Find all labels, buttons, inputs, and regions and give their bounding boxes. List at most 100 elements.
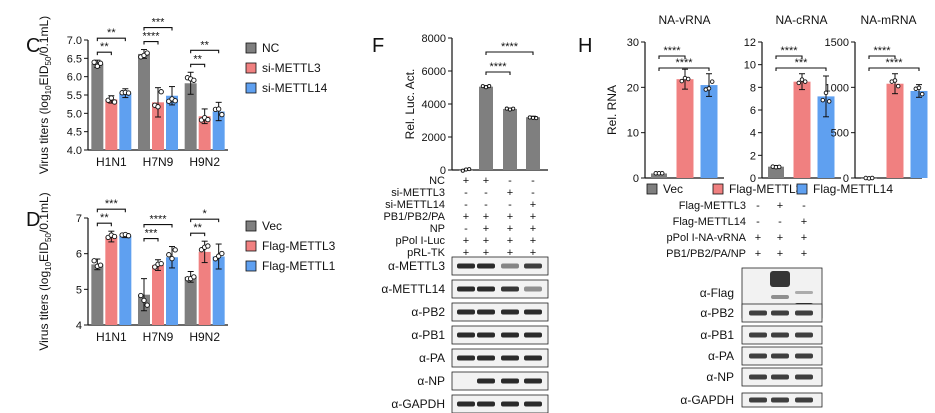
data-point [219,250,225,257]
condition-sign: - [508,199,512,211]
blot-label: α-PA [419,351,445,365]
condition-sign: + [463,235,469,247]
y-tick-label: 6000 [422,66,446,78]
data-point [205,243,211,249]
data-point [144,302,150,308]
y-tick-label: 20 [627,82,639,94]
significance-bracket [775,55,803,59]
data-point [820,97,826,103]
blot-band [771,295,789,299]
bar [700,85,718,178]
y-tick-label: 2000 [422,132,446,144]
bar [212,256,225,325]
significance-label: **** [780,45,798,57]
data-point [892,78,898,83]
blot-band [477,401,495,407]
blot-label: α-METTL14 [381,282,445,296]
data-point [212,256,219,262]
blot-band [795,374,813,380]
data-point [480,84,485,89]
x-category-label: H1N1 [96,155,127,169]
data-point [111,99,118,105]
panel-letter-d: D [26,209,40,231]
y-tick-label: 1500 [825,37,849,49]
blot-label: α-PA [708,349,734,363]
condition-sign: + [483,175,489,187]
significance-bracket [868,55,896,59]
blot-band [749,374,767,380]
y-tick-label: 6.5 [67,53,82,65]
data-point [205,116,211,123]
legend-swatch [245,220,257,232]
significance-bracket [485,51,534,55]
condition-sign: + [755,248,761,260]
y-tick-label: 10 [744,60,756,72]
legend-label: Flag-METTL3 [729,182,803,196]
significance-label: **** [149,214,167,226]
blot-label: α-GAPDH [391,397,445,411]
subplot-title: NA-vRNA [658,13,710,27]
data-point [155,104,161,110]
significance-label: ** [193,53,202,65]
bar [910,90,928,178]
bar [768,166,784,178]
condition-label: si-METTL3 [391,187,445,199]
significance-bracket [190,218,220,223]
y-axis-title-part: Virus titers (log [37,94,51,174]
data-point [527,115,532,120]
blot-band [795,397,813,403]
blot-label: α-NP [417,374,445,388]
data-point [138,292,144,299]
data-point [826,99,832,104]
condition-sign: - [484,199,488,211]
y-tick-label: 6 [76,249,82,261]
data-point [111,233,118,240]
condition-sign: - [802,200,806,212]
bar [676,79,694,178]
significance-bracket [96,51,112,56]
condition-sign: + [463,211,469,223]
blot-band [795,310,813,316]
significance-bracket [658,67,710,71]
y-tick-label: 5.0 [67,108,82,120]
blot-band [795,291,813,294]
blot-band [524,332,542,338]
blot-label: α-NP [706,370,734,384]
blot-band [457,355,475,361]
data-point [916,85,922,91]
significance-label: **** [663,45,681,57]
significance-label: ** [107,27,116,39]
y-tick-label: 30 [627,37,639,49]
x-category-label: H7N9 [143,155,174,169]
panel-letter-c: C [26,35,40,57]
legend-swatch [245,260,257,272]
condition-sign: + [507,211,513,223]
blot-band [524,355,542,361]
condition-sign: + [507,187,513,199]
y-tick-label: 12 [744,37,756,49]
data-point [487,84,492,89]
blot-strip [451,325,549,345]
blot-band [501,355,519,361]
significance-bracket [96,37,126,42]
blot-band [501,286,519,292]
y-tick-label: 10 [627,128,639,140]
legend-label: Vec [663,182,683,196]
legend-swatch [796,183,808,195]
panel-letter-f: F [372,35,384,57]
blot-band [457,263,475,269]
y-axis-title-part: EID [37,65,51,85]
condition-sign: + [777,232,783,244]
y-axis-title-part: /0.1mL) [37,192,51,233]
data-point [191,274,197,280]
significance-label: * [203,208,208,220]
data-point [169,256,175,262]
data-point [108,95,114,101]
condition-sign: + [483,223,489,235]
significance-label: ** [193,222,202,234]
legend-swatch [646,183,658,195]
blot-strip [451,302,549,322]
data-point [796,80,802,86]
bar [817,96,835,178]
significance-label: ** [100,212,109,224]
